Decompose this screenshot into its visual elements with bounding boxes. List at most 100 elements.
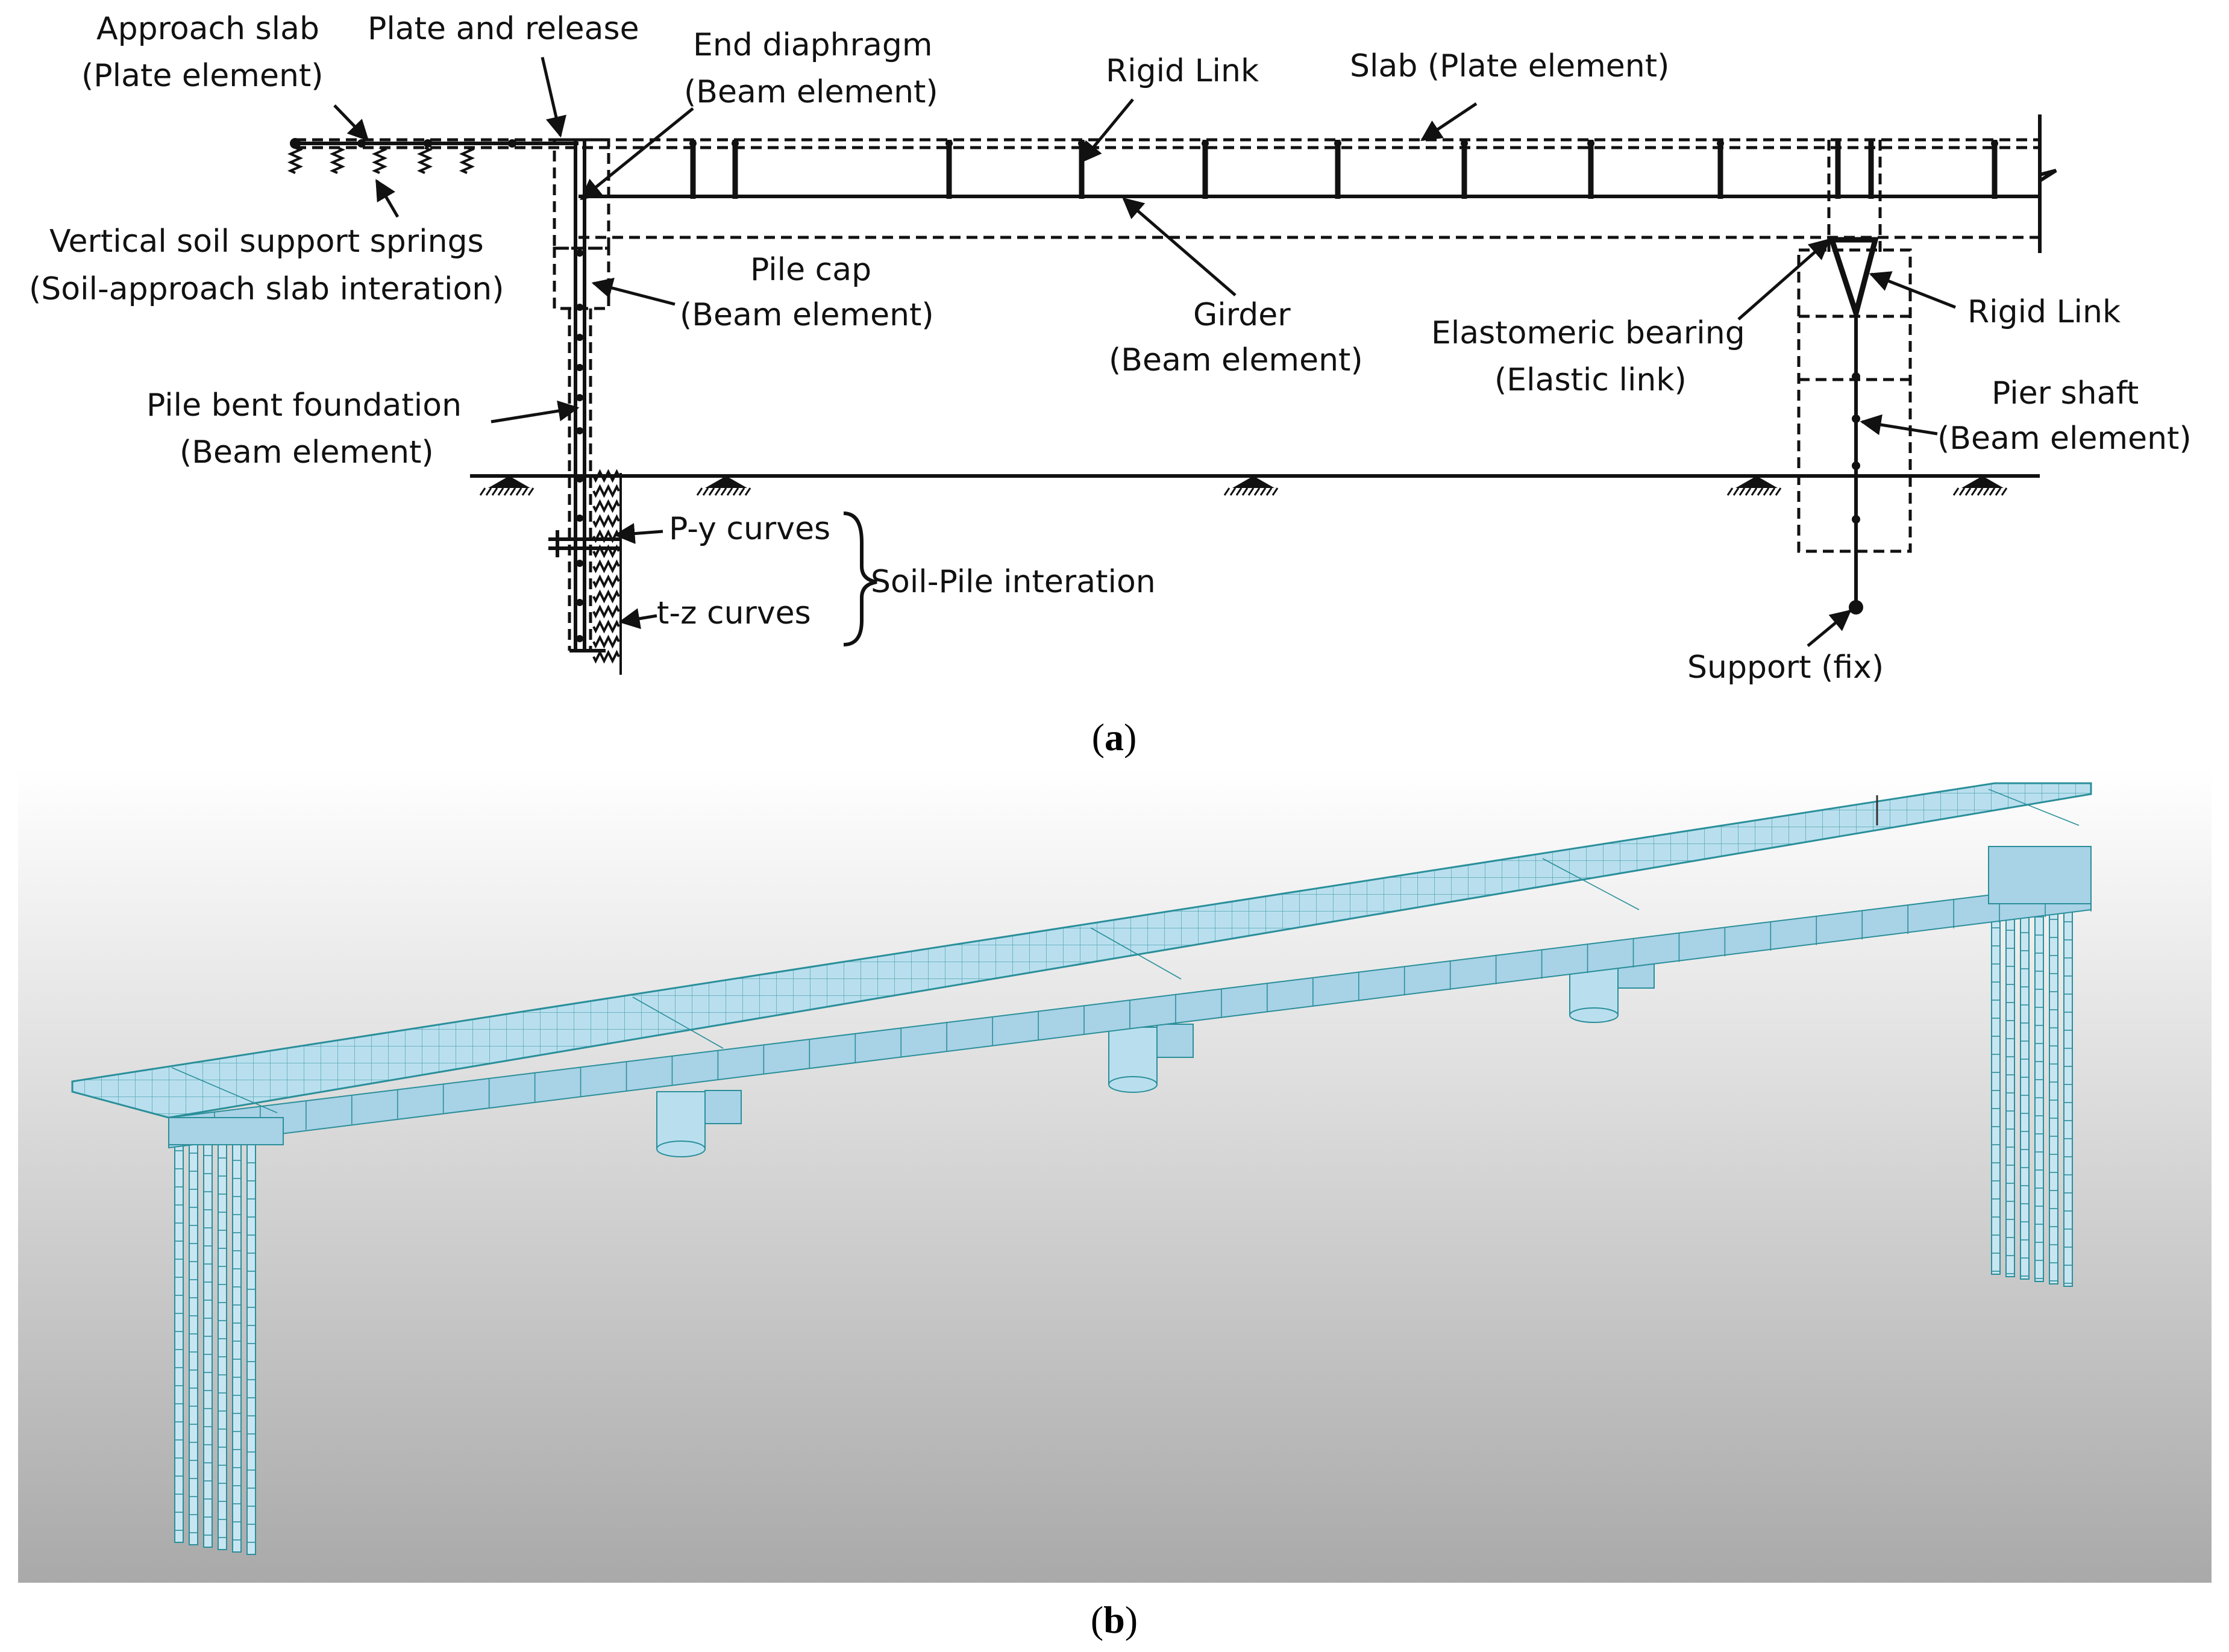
label-rigid-link-top: Rigid Link [1106, 53, 1259, 89]
py-spring-symbol [548, 530, 621, 557]
support-hatch [1958, 487, 1966, 496]
caption-a: (a) [1092, 716, 1137, 759]
label-py-curves: P-y curves [669, 511, 830, 547]
label-pile-bent: Pile bent foundation [146, 387, 462, 424]
support-hatch [1977, 487, 1984, 496]
pile-node [576, 394, 583, 401]
label-approach-slab-type: (Plate element) [81, 58, 324, 94]
support-hatch [1265, 487, 1273, 496]
ground-support [705, 476, 747, 488]
pile-node [576, 599, 583, 606]
support-hatch [509, 487, 516, 496]
pile-node [576, 515, 583, 522]
vertical-spring [330, 146, 345, 174]
support-hatch [1732, 487, 1740, 496]
label-vertical-springs-type: (Soil-approach slab interation) [29, 271, 504, 307]
label-pile-bent-type: (Beam element) [180, 434, 434, 471]
panel-b-3d-model: (b) [18, 768, 2212, 1641]
support-hatch [1757, 487, 1764, 496]
node [1202, 140, 1209, 147]
support-hatch [1726, 487, 1734, 496]
support-hatch [1253, 487, 1261, 496]
support-hatch [1247, 487, 1255, 496]
ground-support [1735, 476, 1778, 488]
support-hatch [503, 487, 510, 496]
label-approach-slab: Approach slab [96, 11, 319, 47]
support-hatch [1983, 487, 1990, 496]
vertical-spring [417, 146, 433, 174]
vertical-spring [287, 146, 303, 174]
rigid-link-posts [689, 140, 1998, 199]
pile [203, 1137, 213, 1548]
support-hatch [720, 487, 727, 496]
label-pile-cap-type: (Beam element) [680, 297, 934, 333]
support-hatch [527, 487, 535, 496]
pier-1 [656, 1090, 742, 1157]
soil-pile-spring [592, 499, 620, 513]
panel-a-schematic: Approach slab (Plate element) Plate and … [29, 11, 2192, 759]
support-hatch [485, 487, 492, 496]
label-girder: Girder [1193, 297, 1291, 333]
pile-cap-box [553, 246, 610, 310]
soil-pile-spring [592, 634, 620, 649]
label-soil-pile: Soil-Pile interation [871, 564, 1156, 600]
deck-end-cut [2039, 169, 2057, 183]
label-end-diaphragm-type: (Beam element) [684, 74, 938, 110]
ground-support [488, 476, 530, 488]
soil-pile-spring [592, 589, 620, 604]
label-rigid-link-right: Rigid Link [1967, 294, 2121, 330]
support-hatch [479, 487, 486, 496]
left-abutment-cap [168, 1117, 284, 1145]
soil-pile-spring [592, 619, 620, 634]
support-hatch [1751, 487, 1758, 496]
label-end-diaphragm: End diaphragm [693, 27, 933, 63]
support-hatch [1745, 487, 1752, 496]
pile [232, 1142, 242, 1553]
node [732, 140, 739, 147]
support-hatch [1271, 487, 1279, 496]
label-girder-type: (Beam element) [1109, 342, 1363, 378]
support-hatch [1229, 487, 1237, 496]
label-pier-shaft-type: (Beam element) [1937, 421, 2192, 457]
soil-pile-spring [592, 574, 620, 589]
support-hatch [515, 487, 522, 496]
ground-support [1961, 476, 2004, 488]
annotation-arrows [333, 57, 1956, 647]
pier [1797, 140, 1912, 615]
soil-pile-spring [592, 604, 620, 619]
support-hatch [1241, 487, 1249, 496]
pile [189, 1134, 198, 1545]
support-hatch [702, 487, 709, 496]
label-tz-curves: t-z curves [657, 595, 811, 631]
soil-pile-spring [592, 514, 620, 528]
vertical-soil-springs [287, 146, 475, 174]
soil-pile-spring [592, 559, 620, 574]
pier-2 [1108, 1024, 1194, 1093]
vertical-spring [459, 146, 475, 174]
pile [246, 1144, 256, 1555]
pile-node [576, 560, 583, 567]
label-plate-release: Plate and release [368, 11, 639, 47]
node [945, 140, 953, 147]
soil-pile-spring [592, 484, 620, 498]
support-hatch [714, 487, 721, 496]
support-hatch [1763, 487, 1770, 496]
support-hatch [1952, 487, 1960, 496]
node [689, 140, 697, 147]
soil-pile-spring [592, 649, 620, 664]
support-hatch [1995, 487, 2002, 496]
support-hatch [1775, 487, 1782, 496]
support-hatch [1769, 487, 1776, 496]
label-pier-shaft: Pier shaft [1992, 375, 2139, 411]
support-hatch [732, 487, 739, 496]
support-hatch [726, 487, 733, 496]
deck-mesh [72, 783, 2091, 1118]
pile-bent-dashes [568, 308, 592, 651]
support-hatch [1223, 487, 1230, 496]
right-abutment-cap [1988, 846, 2092, 904]
pile [218, 1139, 227, 1550]
support-hatch [696, 487, 703, 496]
support-hatch [1738, 487, 1746, 496]
node [1991, 140, 1998, 147]
pile-node [576, 635, 583, 642]
